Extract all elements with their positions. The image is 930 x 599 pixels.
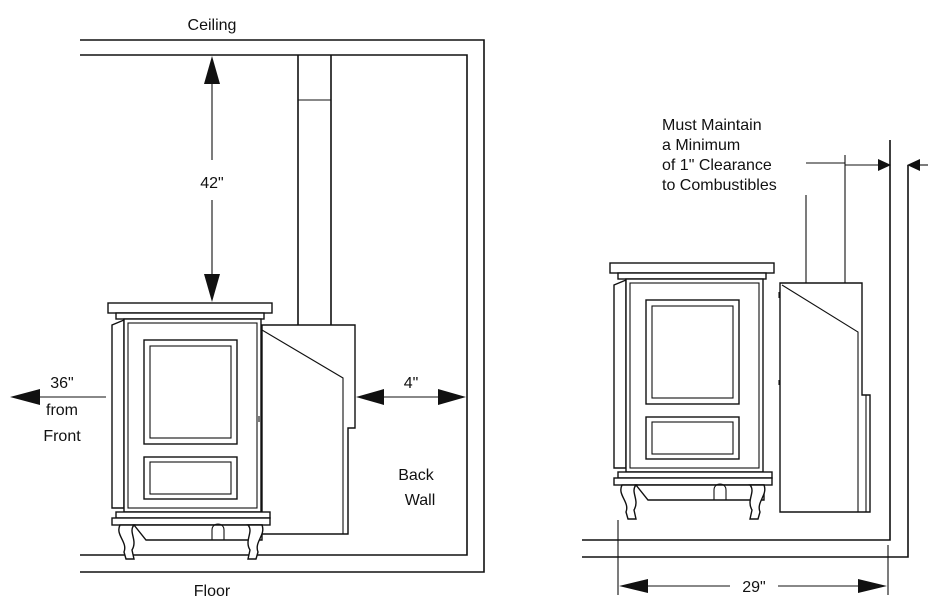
stove-side-view (609, 262, 775, 520)
right-diagram: Must Maintain a Minimum of 1" Clearance … (582, 117, 928, 596)
arrow-left-icon (907, 159, 920, 171)
note-line-3: of 1" Clearance (662, 157, 772, 174)
arrow-left-icon (356, 389, 384, 405)
front-clearance-dimension: 36" from Front (10, 375, 106, 445)
flue-pipe (297, 55, 332, 330)
arrow-right-icon (858, 579, 887, 593)
one-inch-clearance-dimension (845, 159, 928, 171)
back-clearance-dimension: 4" (356, 375, 466, 405)
back-wall-label-line1: Back (398, 467, 435, 484)
front-clearance-from: from (46, 402, 78, 419)
ceiling-clearance-dimension: 42" (200, 56, 224, 302)
note-line-2: a Minimum (662, 137, 740, 154)
corner-walls (582, 140, 909, 558)
back-clearance-value: 4" (404, 375, 419, 392)
back-wall-label-line2: Wall (405, 492, 436, 509)
arrow-left-icon (619, 579, 648, 593)
arrow-up-icon (204, 56, 220, 84)
width-dimension: 29" (617, 520, 889, 596)
room-walls (80, 39, 485, 573)
floor-label: Floor (194, 583, 231, 599)
arrow-down-icon (204, 274, 220, 302)
ceiling-label: Ceiling (188, 17, 237, 34)
rear-heat-shield (779, 282, 871, 513)
front-clearance-front: Front (43, 428, 81, 445)
rear-heat-shield (261, 324, 356, 535)
left-diagram: Ceiling Floor 42" 36" from Front 4" Back… (10, 17, 485, 599)
note-line-1: Must Maintain (662, 117, 762, 134)
front-clearance-value: 36" (50, 375, 73, 392)
arrow-left-icon (10, 389, 40, 405)
arrow-right-icon (878, 159, 891, 171)
width-value: 29" (742, 579, 765, 596)
stove-front-view (107, 302, 273, 560)
note-line-4: to Combustibles (662, 177, 777, 194)
arrow-right-icon (438, 389, 466, 405)
ceiling-clearance-value: 42" (200, 175, 223, 192)
clearance-note: Must Maintain a Minimum of 1" Clearance … (662, 117, 846, 283)
